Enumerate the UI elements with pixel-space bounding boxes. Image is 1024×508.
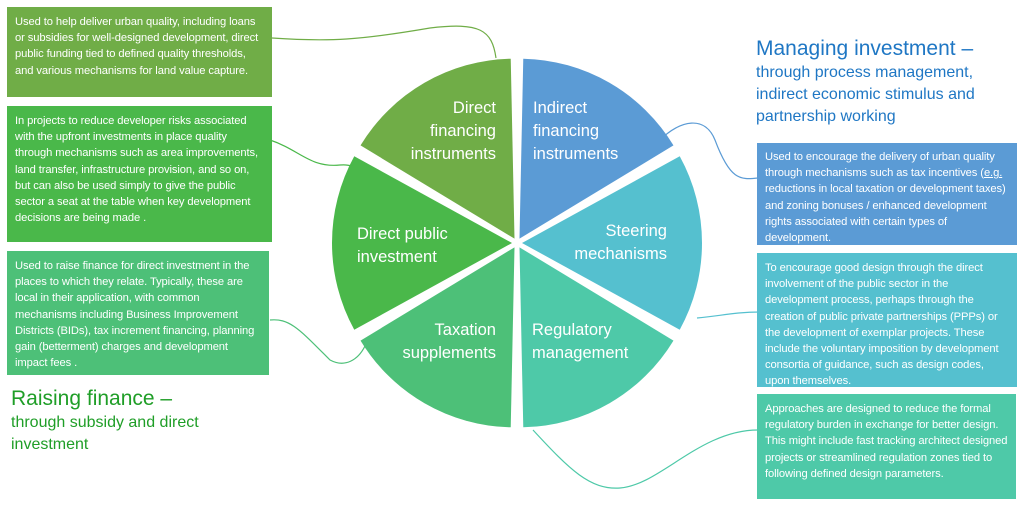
desc-direct-financing-text: Used to help deliver urban quality, incl…	[15, 16, 259, 77]
segment-label-line: Indirect	[533, 99, 588, 117]
desc-indirect-eg: e.g.	[983, 167, 1003, 180]
wheel-segment-indirect-financing	[519, 58, 674, 239]
desc-indirect-pre: Used to encourage the delivery of urban …	[765, 151, 995, 180]
segment-label-direct-public: Direct public investment	[357, 225, 448, 266]
segment-label-line: management	[532, 344, 629, 362]
wheel-segment-direct-public	[332, 156, 512, 330]
segment-label-line: Direct public	[357, 225, 448, 243]
wheel-segment-steering	[522, 156, 702, 330]
connector-direct-public	[269, 139, 358, 171]
desc-indirect-financing-text: Used to encourage the delivery of urban …	[765, 151, 1006, 244]
left-heading-title: Raising finance –	[11, 387, 173, 410]
connector-indirect-financing	[659, 122, 759, 180]
desc-regulatory: Approaches are designed to reduce the fo…	[757, 394, 1016, 499]
desc-direct-public-text: In projects to reduce developer risks as…	[15, 115, 258, 225]
left-heading-subtitle: through subsidy and direct investment	[11, 414, 199, 453]
segment-label-line: Taxation	[435, 321, 496, 339]
segment-label-line: mechanisms	[574, 245, 667, 263]
segment-label-line: financing	[430, 122, 496, 140]
segment-label-line: financing	[533, 122, 599, 140]
segment-label-direct-financing: Direct financing instruments	[411, 99, 497, 163]
connector-regulatory	[532, 429, 759, 489]
segment-label-line: Direct	[453, 99, 497, 117]
segment-label-line: instruments	[533, 145, 618, 163]
segment-label-indirect-financing: Indirect financing instruments	[533, 99, 618, 163]
segment-label-line: instruments	[411, 145, 496, 163]
wheel-segment-taxation	[360, 247, 515, 428]
right-heading-subtitle: through process management, indirect eco…	[756, 64, 975, 125]
right-heading: Managing investment – through process ma…	[756, 36, 1024, 128]
segment-label-line: investment	[357, 248, 437, 266]
desc-direct-public: In projects to reduce developer risks as…	[7, 106, 272, 242]
segment-label-line: supplements	[402, 344, 496, 362]
connector-direct-financing	[271, 25, 497, 59]
connector-taxation	[269, 319, 366, 364]
segment-label-steering: Steering mechanisms	[574, 222, 667, 263]
desc-taxation: Used to raise finance for direct investm…	[7, 251, 269, 375]
connector-steering	[696, 311, 761, 319]
desc-steering-text: To encourage good design through the dir…	[765, 262, 999, 388]
wheel-segment-direct-financing	[360, 58, 515, 239]
segment-label-taxation: Taxation supplements	[402, 321, 496, 362]
desc-taxation-text: Used to raise finance for direct investm…	[15, 260, 255, 370]
segment-label-line: Steering	[606, 222, 667, 240]
left-heading: Raising finance – through subsidy and di…	[11, 386, 271, 456]
right-heading-title: Managing investment –	[756, 37, 974, 60]
wheel-segment-regulatory	[519, 247, 674, 428]
desc-indirect-post: reductions in local taxation or developm…	[765, 183, 1006, 245]
desc-steering: To encourage good design through the dir…	[757, 253, 1017, 387]
segment-label-line: Regulatory	[532, 321, 613, 339]
desc-regulatory-text: Approaches are designed to reduce the fo…	[765, 403, 1008, 480]
desc-indirect-financing: Used to encourage the delivery of urban …	[757, 143, 1017, 245]
segment-label-regulatory: Regulatory management	[532, 321, 629, 362]
desc-direct-financing: Used to help deliver urban quality, incl…	[7, 7, 272, 97]
